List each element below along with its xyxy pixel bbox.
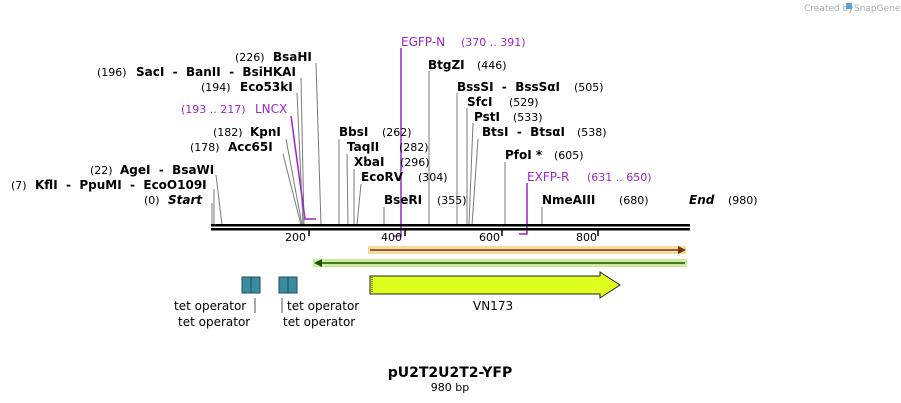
eco53ki-label: Eco53kI: [240, 80, 293, 94]
bseri-label: BseRI: [384, 193, 422, 207]
kpni-pos: (182): [213, 126, 243, 139]
acc65i-label: Acc65I: [228, 140, 273, 154]
kfli-label: KflI - PpuMI - EcoO109I: [35, 178, 207, 192]
end-label: End: [689, 193, 715, 207]
tet-operator-label-2: tet operator: [178, 315, 250, 329]
bsahi-pos: (226): [235, 51, 265, 64]
lncx-pos: (193 .. 217): [181, 103, 246, 116]
start-label: Start: [168, 193, 203, 207]
dna-backbone: [211, 224, 690, 231]
sfci-label: SfcI: [467, 95, 492, 109]
bsssi-label: BssSI - BssSαI: [457, 80, 560, 94]
tet-operator-box-2[interactable]: [278, 276, 298, 294]
restriction-labels: (0) Start (7) KflI - PpuMI - EcoO109I (2…: [11, 35, 758, 207]
pfoi-pos: (605): [554, 149, 584, 162]
vn173-label: VN173: [473, 299, 513, 313]
vn173-feature[interactable]: [369, 271, 621, 299]
psti-pos: (533): [513, 111, 543, 124]
tet-operator-leaders: [254, 298, 283, 313]
tet-operator-label-1: tet operator: [174, 299, 246, 313]
bsahi-label: BsaHI: [273, 50, 312, 64]
primer-lines: [290, 48, 528, 237]
egfpn-label: EGFP-N: [401, 35, 445, 49]
acc65i-pos: (178): [190, 141, 220, 154]
bbsi-label: BbsI: [339, 125, 368, 139]
taqii-pos: (282): [399, 141, 429, 154]
saci-pos: (196): [97, 66, 127, 79]
tet-operator-label-4: tet operator: [283, 315, 355, 329]
bseri-pos: (355): [437, 194, 467, 207]
exfpr-label: EXFP-R: [527, 170, 569, 184]
pfoi-label: PfoI *: [505, 148, 543, 162]
bsssi-pos: (505): [574, 81, 604, 94]
orf-forward[interactable]: [368, 246, 686, 254]
start-pos: (0): [144, 194, 160, 207]
agei-pos: (22): [90, 164, 113, 177]
tet-operator-box-1[interactable]: [241, 276, 261, 294]
end-pos: (980): [728, 194, 758, 207]
snapgene-logo-icon: [846, 3, 852, 9]
xbai-label: XbaI: [354, 155, 384, 169]
map-length: 980 bp: [431, 381, 469, 394]
kfli-pos: (7): [11, 179, 27, 192]
saci-label: SacI - BanII - BsiHKAI: [136, 65, 296, 79]
agei-label: AgeI - BsaWI: [120, 163, 214, 177]
tick-600: 600: [479, 231, 500, 244]
btgzi-label: BtgZI: [428, 58, 465, 72]
nmeaiii-pos: (680): [619, 194, 649, 207]
btgzi-pos: (446): [477, 59, 507, 72]
tick-200: 200: [285, 231, 306, 244]
ecorv-label: EcoRV: [361, 170, 404, 184]
bbsi-pos: (262): [382, 126, 412, 139]
nmeaiii-label: NmeAIII: [542, 193, 595, 207]
credit-brand: SnapGene: [854, 4, 901, 14]
kpni-label: KpnI: [250, 125, 281, 139]
credit-prefix: Created by: [804, 4, 854, 14]
sfci-pos: (529): [509, 96, 539, 109]
orf-reverse[interactable]: [313, 259, 687, 267]
ecorv-pos: (304): [418, 171, 448, 184]
leader-lines: [211, 62, 543, 226]
taqii-label: TaqII: [347, 140, 379, 154]
map-title: pU2T2U2T2-YFP: [388, 365, 513, 381]
tet-operator-label-3: tet operator: [287, 299, 359, 313]
btsi-label: BtsI - BtsαI: [482, 125, 565, 139]
xbai-pos: (296): [400, 156, 430, 169]
exfpr-pos: (631 .. 650): [587, 171, 652, 184]
lncx-label: LNCX: [255, 102, 287, 116]
eco53ki-pos: (194): [201, 81, 231, 94]
tick-800: 800: [576, 231, 597, 244]
tick-400: 400: [381, 231, 402, 244]
btsi-pos: (538): [577, 126, 607, 139]
egfpn-pos: (370 .. 391): [461, 36, 526, 49]
scale-ticks: [308, 230, 599, 236]
psti-label: PstI: [474, 110, 500, 124]
